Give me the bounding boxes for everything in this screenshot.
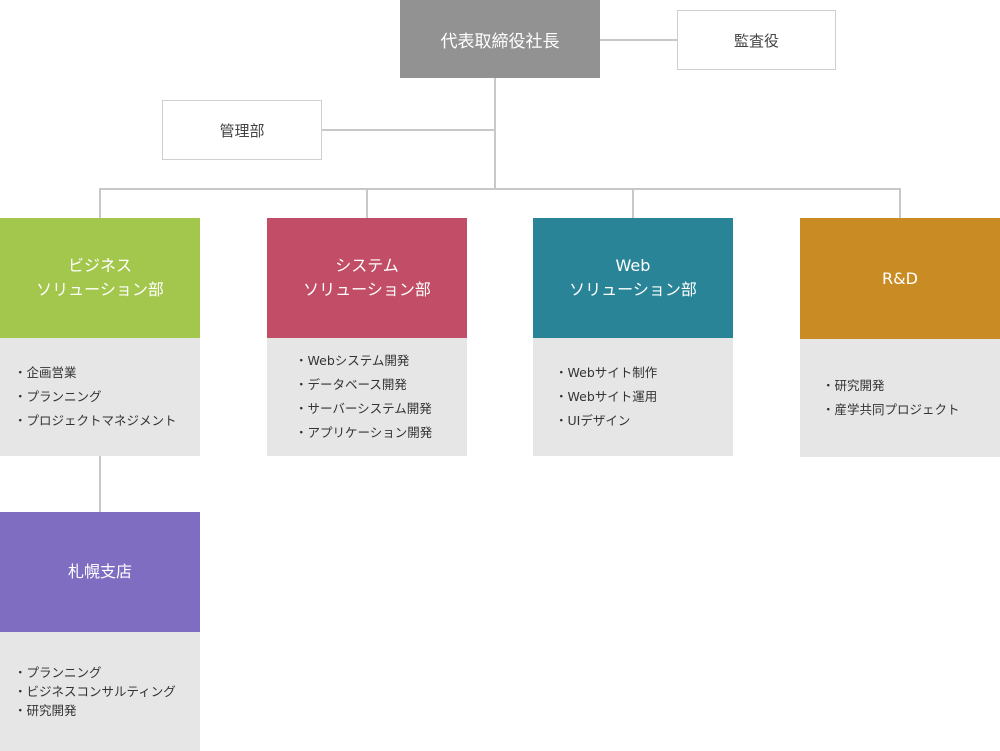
dept-business-list: 企画営業 プランニング プロジェクトマネジメント — [14, 361, 200, 433]
dept-system-title-line1: システム — [335, 256, 399, 275]
dept-system-body: Webシステム開発 データベース開発 サーバーシステム開発 アプリケーション開発 — [267, 338, 467, 456]
connector-drop-business — [99, 188, 101, 218]
list-item: 産学共同プロジェクト — [822, 398, 1000, 422]
connector-management — [322, 129, 495, 131]
list-item: サーバーシステム開発 — [295, 397, 467, 421]
connector-business-branch — [99, 456, 101, 512]
dept-web-title-line1: Web — [615, 256, 651, 275]
list-item: 企画営業 — [14, 361, 200, 385]
connector-drop-rnd — [899, 188, 901, 218]
list-item: Webサイト制作 — [555, 361, 733, 385]
dept-system-title-line2: ソリューション部 — [303, 280, 431, 299]
auditor-label: 監査役 — [733, 31, 779, 50]
dept-web-title-line2: ソリューション部 — [569, 280, 697, 299]
list-item: データベース開発 — [295, 373, 467, 397]
list-item: ビジネスコンサルティング — [14, 682, 200, 701]
dept-rnd-body: 研究開発 産学共同プロジェクト — [800, 339, 1000, 457]
dept-business-body: 企画営業 プランニング プロジェクトマネジメント — [0, 338, 200, 456]
connector-drop-system — [366, 188, 368, 218]
dept-business-header: ビジネス ソリューション部 — [0, 218, 200, 338]
branch-sapporo-body: プランニング ビジネスコンサルティング 研究開発 — [0, 632, 200, 751]
dept-rnd-title: R&D — [882, 268, 918, 288]
list-item: Webシステム開発 — [295, 349, 467, 373]
branch-sapporo-list: プランニング ビジネスコンサルティング 研究開発 — [14, 663, 200, 720]
list-item: Webサイト運用 — [555, 385, 733, 409]
dept-business-title-line2: ソリューション部 — [36, 280, 164, 299]
connector-ceo-vertical — [494, 78, 496, 190]
ceo-box: 代表取締役社長 — [400, 0, 600, 78]
connector-drop-web — [632, 188, 634, 218]
auditor-box: 監査役 — [677, 10, 836, 70]
management-label: 管理部 — [219, 121, 265, 140]
branch-sapporo-header: 札幌支店 — [0, 512, 200, 632]
list-item: プランニング — [14, 663, 200, 682]
list-item: プロジェクトマネジメント — [14, 409, 200, 433]
list-item: プランニング — [14, 385, 200, 409]
branch-sapporo-title: 札幌支店 — [67, 562, 132, 581]
list-item: 研究開発 — [822, 374, 1000, 398]
connector-horizontal-bus — [99, 188, 901, 190]
list-item: UIデザイン — [555, 409, 733, 433]
ceo-label: 代表取締役社長 — [440, 31, 560, 52]
management-box: 管理部 — [162, 100, 322, 160]
dept-system-list: Webシステム開発 データベース開発 サーバーシステム開発 アプリケーション開発 — [295, 349, 467, 445]
connector-ceo-auditor — [600, 39, 677, 41]
dept-business-title-line1: ビジネス — [67, 256, 132, 275]
dept-rnd-header: R&D — [800, 218, 1000, 339]
dept-web-header: Web ソリューション部 — [533, 218, 733, 338]
dept-system-header: システム ソリューション部 — [267, 218, 467, 338]
list-item: 研究開発 — [14, 701, 200, 720]
dept-web-body: Webサイト制作 Webサイト運用 UIデザイン — [533, 338, 733, 456]
dept-web-list: Webサイト制作 Webサイト運用 UIデザイン — [555, 361, 733, 433]
list-item: アプリケーション開発 — [295, 421, 467, 445]
dept-rnd-list: 研究開発 産学共同プロジェクト — [822, 374, 1000, 422]
